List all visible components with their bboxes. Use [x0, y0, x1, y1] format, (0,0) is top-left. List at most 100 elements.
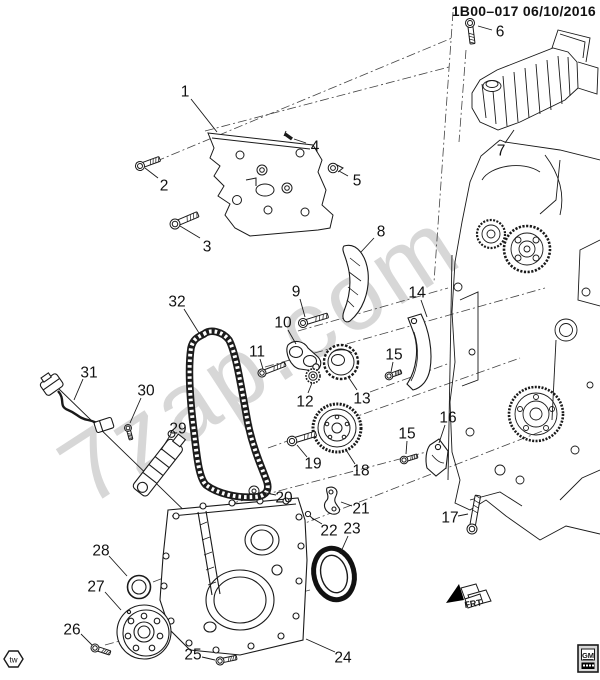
part-3-bolt: [169, 211, 200, 230]
leader-line-22: [311, 517, 323, 525]
leader-line-1: [190, 98, 218, 133]
callout-18: 18: [352, 463, 369, 480]
cover-bolt-holes: [160, 497, 305, 654]
leader-line-2: [144, 167, 159, 179]
callout-10: 10: [274, 315, 292, 332]
part-5-plug: [327, 162, 344, 174]
leader-line-8: [360, 237, 375, 253]
leader-line-30: [129, 397, 142, 424]
callout-21: 21: [352, 501, 369, 518]
callout-3: 3: [203, 239, 212, 256]
part-13-sprocket: [322, 343, 360, 381]
frt-label: FRT: [464, 597, 483, 610]
leader-line-6: [477, 25, 493, 31]
leader-line-28: [108, 555, 128, 577]
callout-11: 11: [249, 344, 265, 361]
callout-15: 15: [385, 347, 402, 364]
callout-28: 28: [92, 543, 109, 560]
leader-line-19: [296, 444, 308, 458]
leader-line-27: [104, 591, 122, 611]
bolts: [90, 18, 481, 666]
part-30-bolt: [124, 424, 134, 441]
document-number-date: 1B00–017 06/10/2016: [451, 3, 596, 19]
leader-line-32: [183, 308, 200, 334]
part-14-chain-guide: [406, 313, 432, 391]
callout-29: 29: [169, 421, 186, 438]
part-28-front-seal: [126, 574, 152, 600]
callout-15: 15: [398, 426, 415, 443]
leader-line-20: [260, 491, 277, 496]
valve-cover: [471, 29, 599, 131]
part-15-bolt-lower: [399, 453, 419, 465]
part-24-front-cover: [159, 497, 308, 656]
leader-line-15: [405, 440, 408, 455]
part-25-bolt: [215, 654, 238, 666]
part-2-bolt: [135, 156, 161, 171]
callout-30: 30: [137, 383, 155, 400]
parts: [39, 130, 449, 660]
part-8-chain-guide: [342, 244, 369, 323]
callout-8: 8: [377, 224, 386, 241]
leader-line-3: [179, 225, 201, 239]
part-10-tensioner-arm: [286, 340, 322, 372]
tw-label: tw: [10, 656, 18, 665]
part-1-bracket: [207, 132, 334, 237]
part-21-oil-nozzle: [323, 486, 341, 515]
part-23-crank-seal: [311, 545, 357, 603]
part-6-bolt: [465, 18, 476, 45]
leader-line-24: [305, 638, 336, 653]
frt-direction-indicator: FRT: [446, 583, 492, 610]
leader-line-13: [348, 377, 358, 391]
leader-line-26: [80, 633, 93, 646]
cylinder-block: [447, 139, 600, 541]
callout-27: 27: [87, 579, 104, 596]
callout-9: 9: [292, 284, 301, 301]
leader-line-5: [338, 170, 349, 177]
leader-line-23: [339, 535, 349, 555]
callout-4: 4: [311, 139, 320, 156]
part-32-timing-chain: [185, 327, 272, 501]
callout-19: 19: [304, 456, 321, 473]
leader-line-18: [345, 449, 356, 465]
part-19-bolt: [286, 430, 317, 447]
callout-25: 25: [184, 647, 201, 664]
callout-14: 14: [408, 285, 426, 302]
part-12-bushing: [305, 368, 321, 384]
tw-badge: tw: [3, 650, 24, 668]
leader-line-16: [438, 424, 446, 444]
leader-line-12: [307, 382, 313, 394]
part-27-pulley: [116, 604, 172, 660]
callout-32: 32: [168, 294, 185, 311]
callout-20: 20: [275, 490, 293, 507]
part-9-bolt: [298, 312, 329, 328]
leader-line-14: [420, 299, 428, 318]
leader-line-21: [340, 501, 353, 507]
part-18-crank-sprocket: [311, 402, 363, 454]
gm-badge: GM: [577, 644, 599, 673]
callout-17: 17: [441, 510, 458, 527]
leader-line-11: [259, 358, 264, 370]
leader-line-15: [390, 361, 394, 373]
callout-13: 13: [353, 391, 370, 408]
callout-6: 6: [496, 24, 505, 41]
callout-23: 23: [343, 521, 360, 538]
leader-line-17: [457, 513, 469, 517]
callout-22: 22: [320, 523, 337, 540]
part-16-guide-block: [425, 438, 449, 477]
leader-line-7: [504, 129, 515, 144]
part-31-sensor: [39, 372, 115, 434]
callout-2: 2: [160, 178, 169, 195]
part-4-dowel-pin: [283, 130, 293, 141]
part-29-chain-tensioner: [132, 429, 187, 497]
part-15-bolt-upper: [384, 369, 403, 381]
part-26-bolt: [90, 643, 112, 656]
leader-line-31: [73, 378, 84, 401]
callout-5: 5: [353, 173, 362, 190]
part-11-bolt: [257, 361, 287, 378]
callout-1: 1: [181, 84, 190, 101]
part-17-bolt: [466, 494, 481, 535]
leader-line-25: [201, 656, 216, 661]
leader-line-4: [293, 138, 307, 144]
